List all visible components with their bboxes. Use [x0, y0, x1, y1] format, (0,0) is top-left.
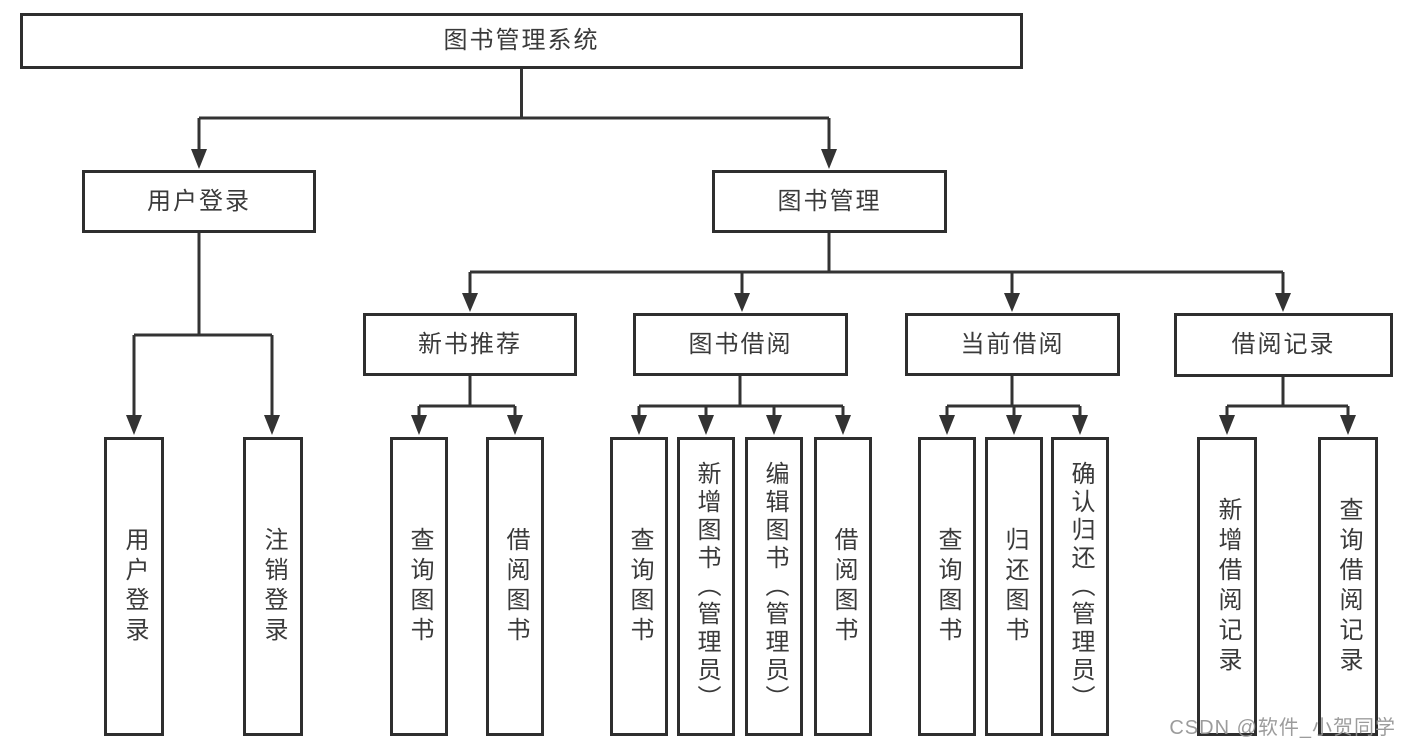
node-add-books-admin: 新增图书（管理员）: [677, 437, 735, 736]
node-borrow-records: 借阅记录: [1174, 313, 1393, 377]
arrow-icon: [1006, 415, 1022, 435]
arrow-icon: [766, 415, 782, 435]
arrow-icon: [411, 415, 427, 435]
arrow-icon: [1340, 415, 1356, 435]
node-book-management: 图书管理: [712, 170, 947, 233]
arrow-icon: [631, 415, 647, 435]
node-query-borrow-record: 查询借阅记录: [1318, 437, 1378, 736]
node-user-login: 用户登录: [82, 170, 316, 233]
arrow-icon: [507, 415, 523, 435]
arrow-icon: [126, 415, 142, 435]
node-current-borrowing: 当前借阅: [905, 313, 1120, 376]
node-user-login-leaf: 用户登录: [104, 437, 164, 736]
node-query-books-current: 查询图书: [918, 437, 976, 736]
arrowheads: [126, 149, 1356, 435]
arrow-icon: [698, 415, 714, 435]
watermark: CSDN @软件_小贺同学: [1169, 717, 1396, 739]
tree-edges: [132, 69, 1350, 418]
node-edit-books-admin: 编辑图书（管理员）: [745, 437, 803, 736]
node-confirm-return-admin: 确认归还（管理员）: [1051, 437, 1109, 736]
node-library-management-system: 图书管理系统: [20, 13, 1023, 69]
arrow-icon: [264, 415, 280, 435]
node-book-borrowing: 图书借阅: [633, 313, 848, 376]
arrow-icon: [1219, 415, 1235, 435]
arrow-icon: [462, 293, 478, 312]
node-new-book-recommend: 新书推荐: [363, 313, 577, 376]
node-query-books-borrowing: 查询图书: [610, 437, 668, 736]
node-borrow-books-borrowing: 借阅图书: [814, 437, 872, 736]
arrow-icon: [1004, 293, 1020, 312]
node-logout: 注销登录: [243, 437, 303, 736]
arrow-icon: [1072, 415, 1088, 435]
node-return-books: 归还图书: [985, 437, 1043, 736]
arrow-icon: [1275, 293, 1291, 312]
arrow-icon: [939, 415, 955, 435]
node-add-borrow-record: 新增借阅记录: [1197, 437, 1257, 736]
arrow-icon: [734, 293, 750, 312]
node-borrow-books-recommend: 借阅图书: [486, 437, 544, 736]
arrow-icon: [191, 149, 207, 169]
arrow-icon: [835, 415, 851, 435]
arrow-icon: [821, 149, 837, 169]
node-query-books-recommend: 查询图书: [390, 437, 448, 736]
